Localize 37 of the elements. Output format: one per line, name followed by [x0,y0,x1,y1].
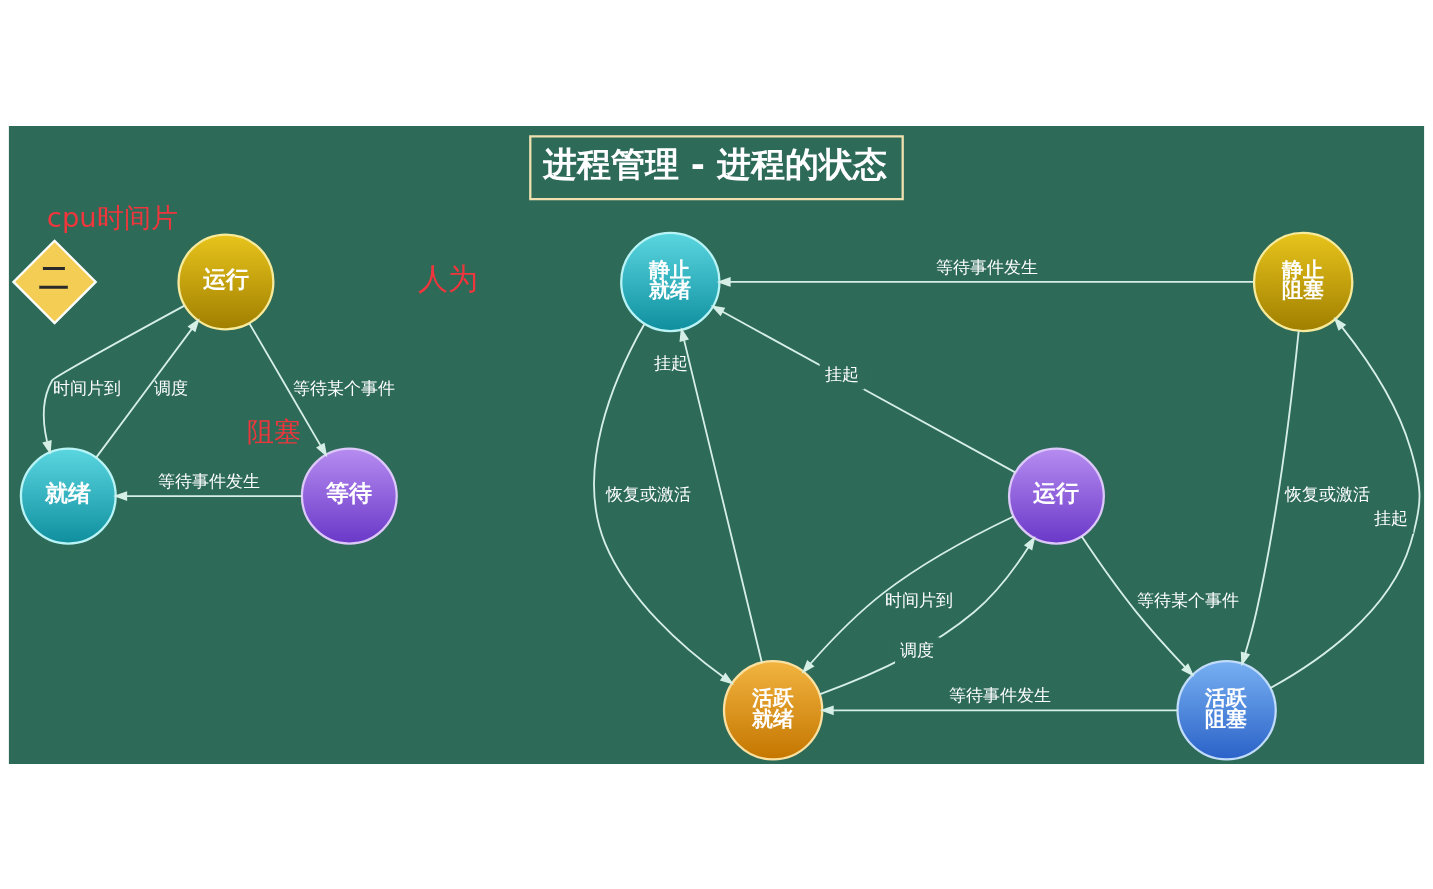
arrow [679,326,763,663]
edge-label: 时间片到 [53,377,122,398]
edge-label: 等待事件发生 [157,470,260,491]
edge-label: 挂起 [1373,507,1408,528]
arrow [113,490,303,501]
edge-label: 等待事件发生 [935,256,1038,277]
arrow [593,322,735,685]
edge-label: 等待某个事件 [293,377,396,398]
node-label: cpu时间片 [46,201,178,233]
node-diamond: 二 [11,238,98,325]
arrow [95,317,200,458]
node-circle: 静止就绪 [620,231,721,332]
arrow [818,535,1036,695]
edge-label: 挂起 [824,363,859,384]
arrow [716,276,1255,287]
edge-label: 挂起 [654,352,689,373]
node-label: 阻塞 [246,415,301,447]
diagram-title: 进程管理 - 进程的状态 [542,143,887,184]
edge-label: 调度 [153,377,188,398]
arrow [801,515,1015,674]
edge-label: 等待某个事件 [1137,589,1240,610]
arrow [710,304,1017,473]
edge-label: 等待事件发生 [948,684,1051,705]
arrow [1080,535,1195,677]
edge-label: 调度 [900,639,935,660]
arrow [42,304,186,455]
edge-label: 恢复或激活 [1284,483,1370,504]
arrow [1269,316,1421,689]
arrow [248,322,328,457]
arrow [819,704,1179,715]
edge-label: 时间片到 [884,589,953,610]
node-circle: 就绪 [19,447,117,545]
arrow [1240,329,1300,666]
edge-label: 恢复或激活 [606,483,692,504]
node-circle: 运行 [1007,447,1105,545]
node-circle: 等待 [300,447,398,545]
label: 人为 [417,260,478,296]
